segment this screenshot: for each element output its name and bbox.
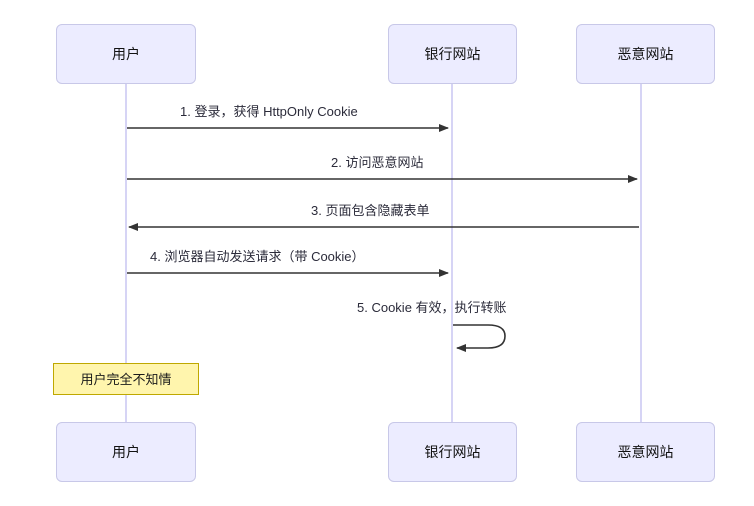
lifeline-bank [451,84,453,422]
message-label-4: 4. 浏览器自动发送请求（带 Cookie） [150,249,365,264]
actor-box-bank-bottom[interactable]: 银行网站 [388,422,517,482]
message-label-2: 2. 访问恶意网站 [331,155,424,170]
actor-box-user-top[interactable]: 用户 [56,24,196,84]
message-label-1: 1. 登录，获得 HttpOnly Cookie [180,104,358,119]
actor-label-bank-top: 银行网站 [424,46,481,62]
message-label-3: 3. 页面包含隐藏表单 [311,203,430,218]
actor-box-bank-top[interactable]: 银行网站 [388,24,517,84]
lifeline-evil [640,84,642,422]
actor-label-user-bottom: 用户 [112,444,140,460]
actor-label-evil-top: 恶意网站 [617,46,674,62]
message-arrow-5-self-loop [453,324,506,352]
lifeline-user [125,84,127,422]
note-user-unaware: 用户完全不知情 [53,363,199,395]
note-user-unaware-text: 用户完全不知情 [80,371,172,387]
actor-label-bank-bottom: 银行网站 [424,444,481,460]
actor-box-user-bottom[interactable]: 用户 [56,422,196,482]
actor-label-evil-bottom: 恶意网站 [617,444,674,460]
actor-label-user-top: 用户 [112,46,140,62]
actor-box-evil-top[interactable]: 恶意网站 [576,24,715,84]
message-label-5: 5. Cookie 有效，执行转账 [357,300,507,315]
actor-box-evil-bottom[interactable]: 恶意网站 [576,422,715,482]
